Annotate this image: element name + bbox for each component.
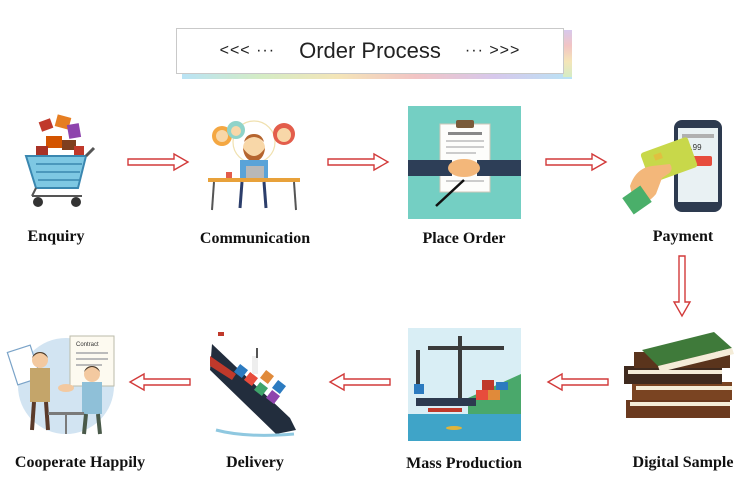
svg-text:2.99: 2.99 — [686, 143, 702, 152]
step-label-digital-sample: Digital Sample — [632, 454, 734, 471]
arrow-left-icon — [546, 372, 609, 392]
banner-right-deco: ··· >>> — [464, 42, 521, 59]
step-label-cooperate-happily: Cooperate Happily — [14, 454, 146, 471]
arrow-left-icon — [128, 372, 191, 392]
step-label-communication: Communication — [199, 230, 311, 247]
svg-text:Contract: Contract — [76, 342, 99, 348]
contract-handshake-icon — [408, 106, 521, 219]
step-label-payment: Payment — [652, 228, 714, 245]
arrow-down-icon — [672, 255, 692, 318]
shopping-cart-icon — [24, 114, 96, 207]
port-crane-icon — [408, 328, 521, 441]
banner-side — [563, 30, 572, 77]
arrow-left-icon — [328, 372, 391, 392]
banner-left-deco: <<< ··· — [219, 42, 276, 59]
page-title: Order Process — [299, 38, 441, 63]
step-label-place-order: Place Order — [422, 230, 506, 247]
banner-shadow — [182, 70, 572, 79]
step-label-enquiry: Enquiry — [27, 228, 85, 245]
arrow-right-icon — [545, 152, 608, 172]
arrow-right-icon — [327, 152, 390, 172]
arrow-right-icon — [127, 152, 190, 172]
books-stack-icon — [624, 332, 734, 418]
step-label-delivery: Delivery — [226, 454, 284, 471]
business-agreement-icon: Contract — [6, 335, 115, 435]
cargo-ship-icon — [210, 332, 296, 437]
team-meeting-icon — [208, 120, 300, 211]
title-banner: <<< ··· Order Process ··· >>> — [176, 28, 564, 74]
mobile-payment-icon: 2.99 — [622, 120, 722, 215]
step-label-mass-production: Mass Production — [406, 455, 522, 472]
